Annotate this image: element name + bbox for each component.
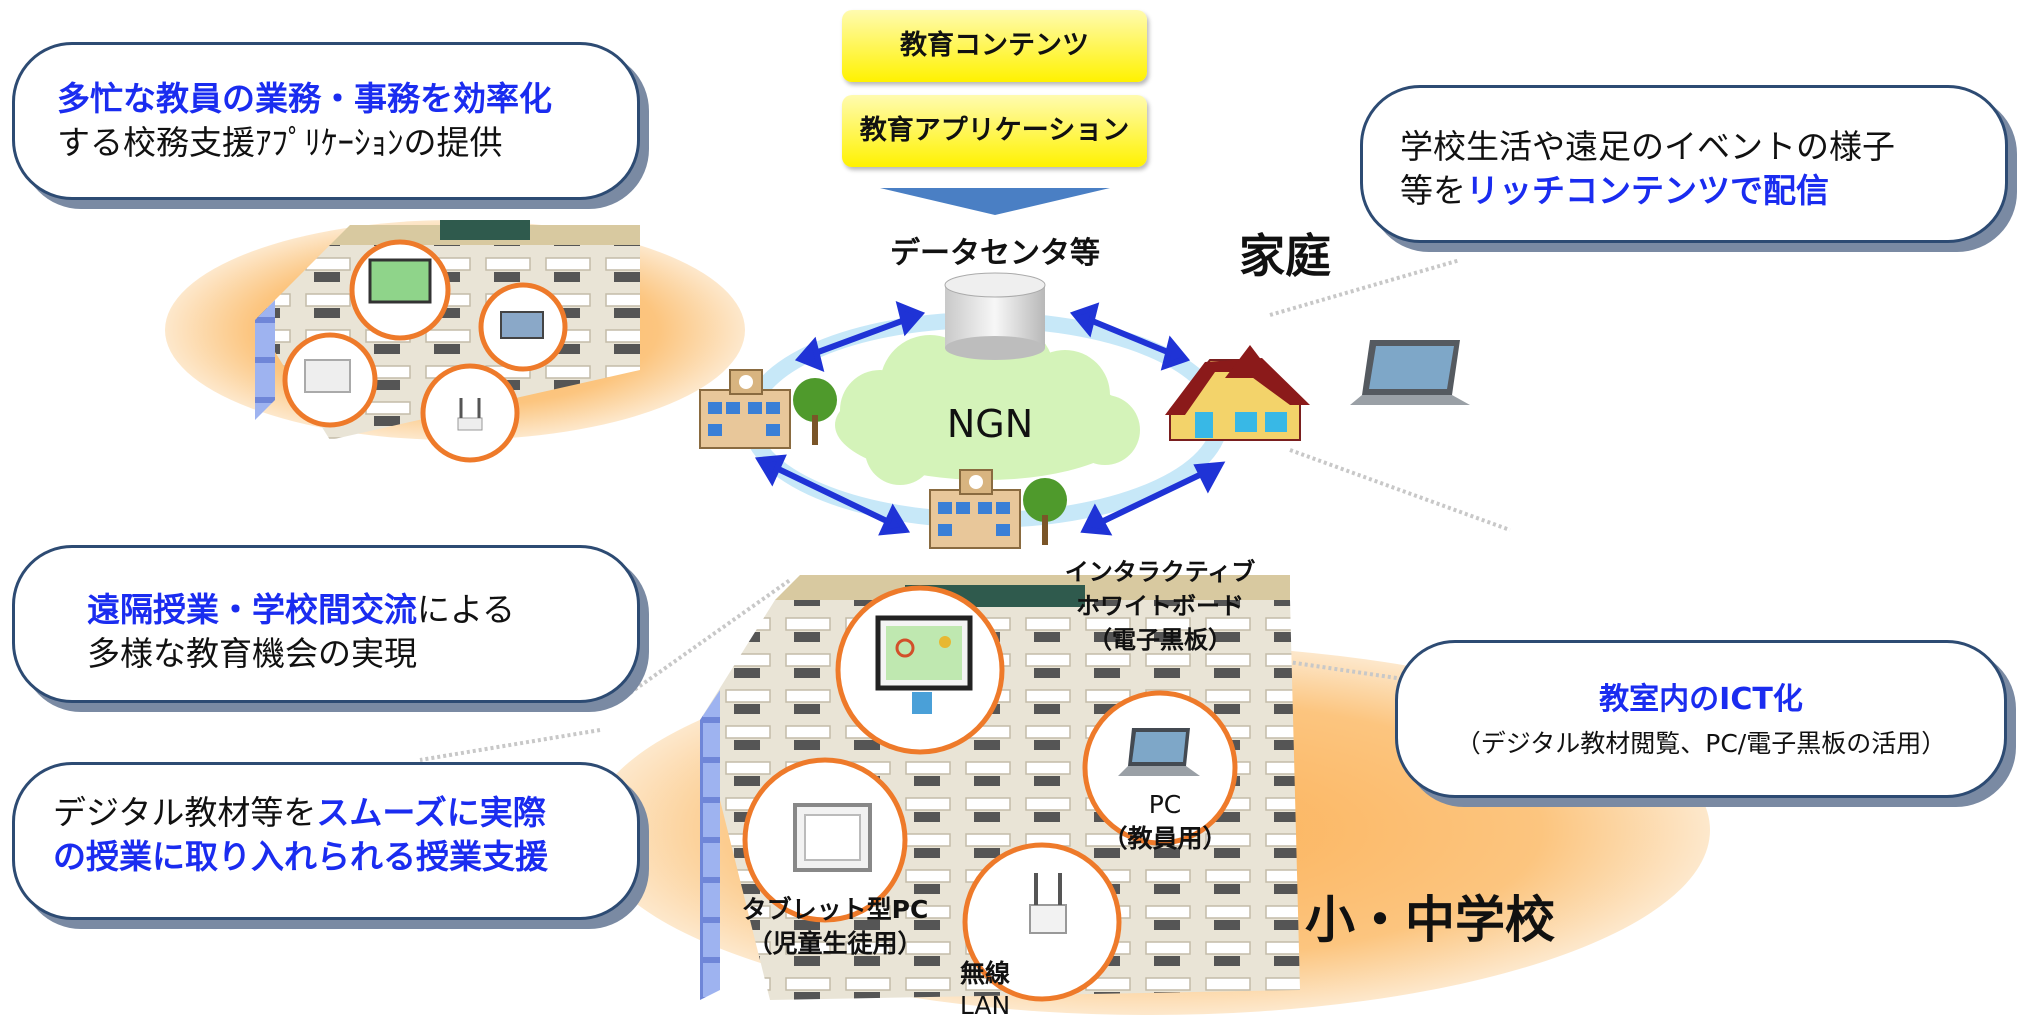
callout-smooth-prefix: デジタル教材等を (53, 793, 317, 832)
wlan-label: 無線 LAN (940, 958, 1030, 1022)
iwb-label-line3: （電子黒板） (1088, 626, 1232, 654)
school-building-bottom (929, 469, 1067, 549)
ngn-label: NGN (946, 402, 1034, 446)
callout-ict-title: 教室内のICT化 (1599, 682, 1803, 717)
callout-rich-highlight: リッチコンテンツで配信 (1466, 171, 1829, 210)
tablet-label: タブレット型PC （児童生徒用） (710, 893, 960, 961)
callout-smooth-highlight1: スムーズに実際 (316, 793, 546, 832)
down-arrow (880, 188, 1110, 215)
iwb-label-line2: ホワイトボード (1076, 592, 1244, 620)
callout-rich-prefix: 等を (1400, 171, 1466, 210)
iwb-label: インタラクティブ ホワイトボード （電子黒板） (1020, 555, 1300, 657)
callout-smooth: デジタル教材等をスムーズに実際 の授業に取り入れられる授業支援 (12, 762, 640, 920)
tablet-label-line1: タブレット型PC (741, 895, 929, 924)
callout-ict: 教室内のICT化 （デジタル教材閲覧、PC/電子黒板の活用） (1395, 640, 2007, 798)
callout-remote-suffix: による (417, 590, 516, 629)
wlan-label-line2: LAN (959, 991, 1011, 1020)
school-label: 小・中学校 (1305, 891, 1555, 949)
wlan-label-line1: 無線 (959, 959, 1010, 988)
content-box: 教育コンテンツ (842, 10, 1147, 82)
school-building-left (699, 369, 837, 449)
callout-efficiency-text: する校務支援ｱﾌﾟﾘｹｰｼｮﾝの提供 (57, 123, 503, 162)
pc-label: PC （教員用） (1080, 788, 1250, 856)
wlan-icon (1029, 873, 1067, 934)
small-tablet-icon (304, 359, 351, 393)
callout-ict-sub: （デジタル教材閲覧、PC/電子黒板の活用） (1455, 729, 1947, 758)
callout-remote-line2: 多様な教育機会の実現 (87, 634, 417, 673)
callout-remote-highlight: 遠隔授業・学校間交流 (87, 590, 417, 629)
tablet-icon (793, 803, 872, 872)
callout-efficiency: 多忙な教員の業務・事務を効率化 する校務支援ｱﾌﾟﾘｹｰｼｮﾝの提供 (12, 42, 640, 200)
callout-smooth-highlight2: の授業に取り入れられる授業支援 (53, 837, 548, 876)
pc-label-line1: PC (1148, 790, 1182, 819)
iwb-label-line1: インタラクティブ (1064, 558, 1256, 586)
home-label: 家庭 (1239, 229, 1331, 283)
callout-rich-line1: 学校生活や遠足のイベントの様子 (1400, 127, 1895, 166)
home-house (1165, 345, 1310, 441)
pc-label-line2: （教員用） (1102, 824, 1228, 853)
callout-remote: 遠隔授業・学校間交流による 多様な教育機会の実現 (12, 545, 640, 703)
datacenter-cylinder (944, 272, 1046, 360)
network-arrows (754, 301, 1226, 536)
application-box: 教育アプリケーション (842, 95, 1147, 167)
tablet-label-line2: （児童生徒用） (747, 929, 923, 958)
callout-efficiency-highlight: 多忙な教員の業務・事務を効率化 (57, 79, 552, 118)
datacenter-label: データセンタ等 (890, 236, 1100, 271)
small-pc-icon (500, 311, 544, 339)
home-laptop (1350, 340, 1470, 405)
small-whiteboard-icon (368, 258, 432, 304)
small-wlan-icon (457, 398, 483, 431)
callout-rich-content: 学校生活や遠足のイベントの様子 等をリッチコンテンツで配信 (1360, 85, 2008, 243)
whiteboard-icon (875, 615, 973, 714)
pc-icon (1118, 728, 1200, 776)
